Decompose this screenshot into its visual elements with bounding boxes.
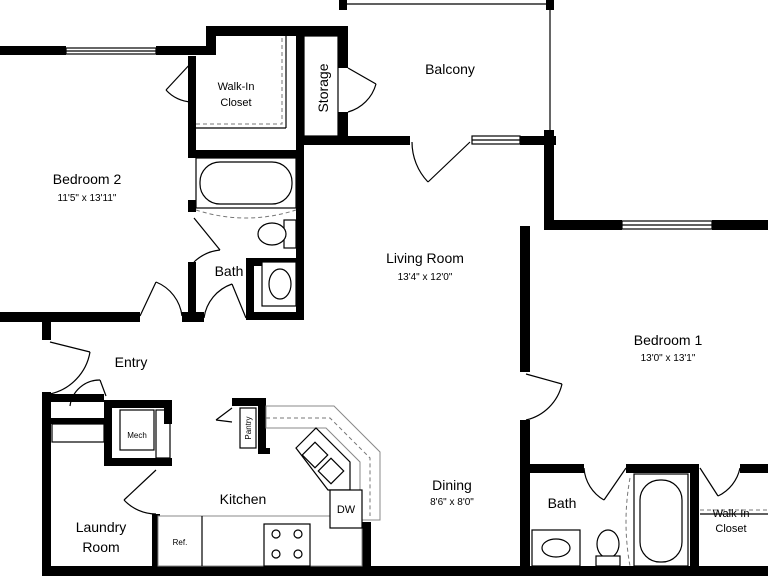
balcony-label: Balcony: [425, 61, 475, 77]
walkin-closet-left-label-1: Walk-In: [218, 81, 255, 93]
dining-dims: 8'6" x 8'0": [430, 497, 474, 508]
windows: [65, 0, 713, 230]
living-room-dims: 13'4" x 12'0": [398, 272, 453, 283]
bedroom2-dims: 11'5" x 13'11": [58, 193, 117, 204]
living-room-label: Living Room: [386, 250, 464, 266]
fixtures: [51, 35, 768, 567]
dining-label: Dining: [432, 477, 472, 493]
pantry-label: Pantry: [244, 416, 253, 439]
ref-label: Ref.: [173, 538, 188, 547]
bath-right-label: Bath: [548, 495, 577, 511]
walls: [0, 26, 768, 576]
doors: [49, 61, 741, 515]
entry-label: Entry: [115, 354, 148, 370]
laundry-label-1: Laundry: [76, 519, 127, 535]
bedroom1-dims: 13'0" x 13'1": [641, 353, 696, 364]
walkin-closet-right-label-2: Closet: [715, 523, 746, 535]
mech-label: Mech: [127, 431, 147, 440]
dw-label: DW: [337, 504, 356, 516]
room-labels: Bedroom 2 11'5" x 13'11" Walk-In Closet …: [53, 61, 750, 555]
laundry-label-2: Room: [82, 539, 119, 555]
bedroom2-label: Bedroom 2: [53, 171, 122, 187]
bath-left-label: Bath: [215, 263, 244, 279]
kitchen-label: Kitchen: [220, 491, 267, 507]
walkin-closet-left-label-2: Closet: [220, 97, 251, 109]
walkin-closet-right-label-1: Walk-In: [713, 508, 750, 520]
storage-label: Storage: [315, 63, 331, 112]
bedroom1-label: Bedroom 1: [634, 332, 703, 348]
